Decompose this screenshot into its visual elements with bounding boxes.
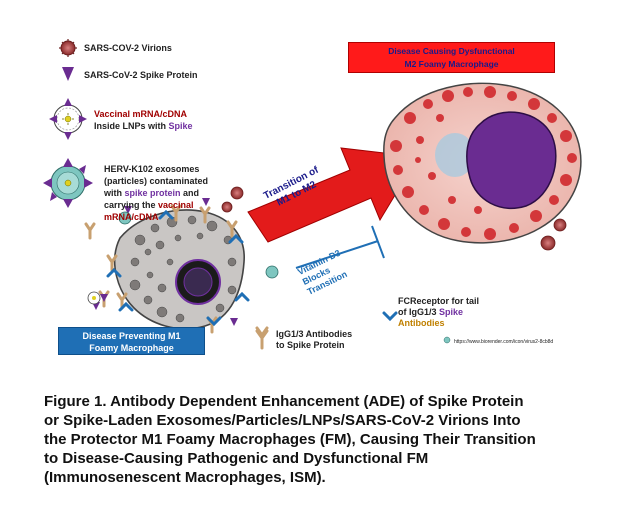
legend-herv-line4-b: vaccinal: [158, 200, 194, 210]
igg-line1: IgG1/3 Antibodies: [276, 329, 353, 339]
m1-title-box: Disease Preventing M1 Foamy Macrophage: [58, 327, 205, 355]
caption-line5: (Immunosenescent Macrophages, ISM).: [44, 469, 326, 486]
caption-line4: to Disease-Causing Pathogenic and Dysfun…: [44, 450, 429, 467]
m1-title-line1: Disease Preventing M1: [82, 331, 181, 341]
legend-spike-label: SARS-CoV-2 Spike Protein: [84, 70, 198, 80]
m1-macrophage-illustration: [113, 209, 245, 330]
legend-herv-line4: carrying the vaccinal: [104, 199, 208, 211]
caption-line3: the Protector M1 Foamy Macrophages (FM),…: [44, 431, 536, 448]
legend-lnp-line1: Vaccinal mRNA/cDNA: [94, 109, 188, 119]
fc-line1: FCReceptor for tail: [398, 296, 480, 306]
m2-title-line2: M2 Foamy Macrophage: [404, 59, 499, 69]
legend-lnp-spike-text: Spike: [168, 121, 193, 131]
m1-title-line2: Foamy Macrophage: [89, 343, 174, 353]
legend-herv-line5: mRNA/cDNA: [104, 212, 159, 222]
exosome-legend-icon: [43, 158, 93, 208]
m2-title-box: Disease Causing Dysfunctional M2 Foamy M…: [348, 42, 555, 73]
caption-line1: Figure 1. Antibody Dependent Enhancement…: [44, 393, 524, 410]
igg-label: IgG1/3 Antibodies to Spike Protein: [276, 329, 352, 351]
fc-receptor-group: [106, 209, 398, 327]
m2-title-line1: Disease Causing Dysfunctional: [388, 46, 515, 56]
legend-herv-line3-a: with: [104, 188, 125, 198]
source-url: https://www.biorender.com/icon/virus2-8c…: [454, 339, 554, 345]
legend-herv-line1: HERV-K102 exosomes: [104, 164, 200, 174]
legend-lnp-line2: Inside LNPs with Spike: [94, 120, 193, 132]
fc-line2: of IgG1/3 Spike: [398, 307, 479, 318]
legend-virions-label: SARS-COV-2 Virions: [84, 43, 172, 53]
small-lnp-icon: [87, 291, 101, 305]
legend-herv-line3-b: spike protein: [124, 188, 181, 198]
lnp-legend-icon: [49, 98, 87, 140]
fc-line3: Antibodies: [398, 318, 445, 328]
virion-legend-icon: [59, 39, 77, 57]
igg-legend-icon: [255, 329, 269, 350]
virus-source-icon: [443, 336, 451, 344]
legend-herv-line3: with spike protein and: [104, 187, 208, 199]
legend-exosome-label: HERV-K102 exosomes (particles) contamina…: [104, 163, 208, 223]
caption-line2: or Spike-Laden Exosomes/Particles/LNPs/S…: [44, 412, 521, 429]
fc-receptor-label: FCReceptor for tail of IgG1/3 Spike Anti…: [398, 296, 479, 329]
legend-herv-line4-a: carrying the: [104, 200, 159, 210]
spike-legend-icon: [62, 67, 74, 81]
legend-herv-line3-c: and: [180, 188, 200, 198]
vitamin-d3-blocker: [295, 225, 385, 269]
fc-line2-a: of IgG1/3: [398, 307, 440, 317]
igg-line2: to Spike Protein: [276, 340, 345, 350]
fc-line2-b: Spike: [439, 307, 464, 317]
small-exosome-icon: [118, 211, 279, 279]
legend-lnp-line2-text: Inside LNPs with: [94, 121, 169, 131]
legend-herv-line2: (particles) contaminated: [104, 176, 209, 186]
m2-macrophage-illustration: [383, 82, 582, 244]
legend-lnp-label: Vaccinal mRNA/cDNA Inside LNPs with Spik…: [94, 108, 193, 132]
figure-caption: Figure 1. Antibody Dependent Enhancement…: [44, 392, 604, 487]
